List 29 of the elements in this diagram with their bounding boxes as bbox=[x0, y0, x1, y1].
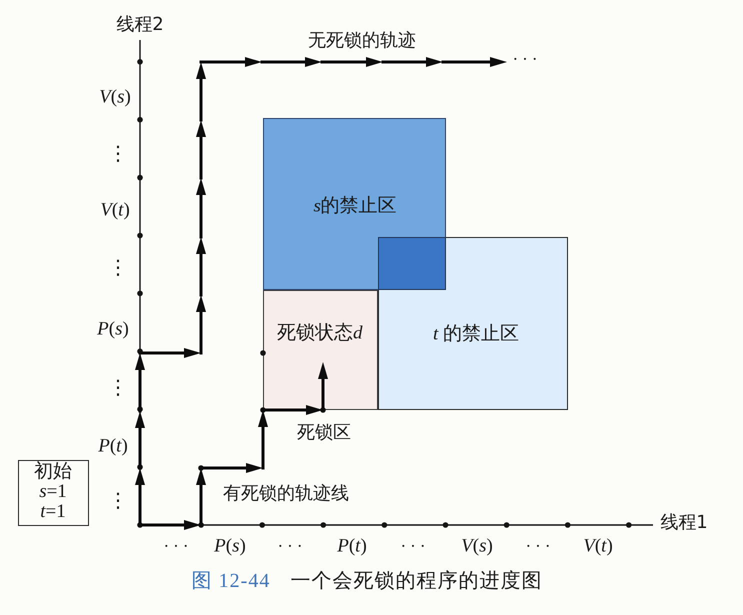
tick-label: P(t) bbox=[337, 536, 367, 558]
ellipsis: ⋮ bbox=[108, 376, 128, 398]
trajectory-label: 无死锁的轨迹 bbox=[308, 31, 416, 51]
ellipsis: ⋮ bbox=[108, 142, 128, 164]
figure-caption: 图 12-44 一个会死锁的程序的进度图 bbox=[192, 570, 542, 592]
initial-state-box bbox=[18, 460, 89, 526]
tick-label: V(s) bbox=[461, 536, 493, 558]
ellipsis: ⋮ bbox=[108, 256, 128, 278]
axis-label: 线程1 bbox=[660, 513, 708, 533]
region-label: t 的禁止区 bbox=[433, 324, 519, 344]
ellipsis: ··· bbox=[400, 538, 430, 556]
ellipsis: ··· bbox=[526, 538, 554, 556]
tick-label: P(t) bbox=[98, 436, 128, 458]
tick-label: V(t) bbox=[583, 536, 613, 558]
trajectory-label: 有死锁的轨迹线 bbox=[223, 484, 349, 504]
tick-label: V(s) bbox=[99, 88, 131, 108]
tick-label: P(s) bbox=[97, 320, 129, 340]
region-label: 死锁状态d bbox=[277, 322, 363, 344]
state-label: 初始 s=1 t=1 bbox=[33, 462, 73, 522]
tick-label: P(s) bbox=[214, 536, 246, 558]
region-label: 死锁区 bbox=[297, 423, 351, 443]
axis-label: 线程2 bbox=[116, 15, 164, 35]
ellipsis: ⋮ bbox=[108, 489, 128, 511]
ellipsis: ··· bbox=[164, 538, 192, 556]
ellipsis: ··· bbox=[512, 50, 542, 70]
region-label: s的禁止区 bbox=[314, 196, 396, 216]
tick-label: V(t) bbox=[100, 200, 130, 222]
ellipsis: ··· bbox=[278, 538, 306, 556]
forbidden-region bbox=[263, 118, 446, 290]
